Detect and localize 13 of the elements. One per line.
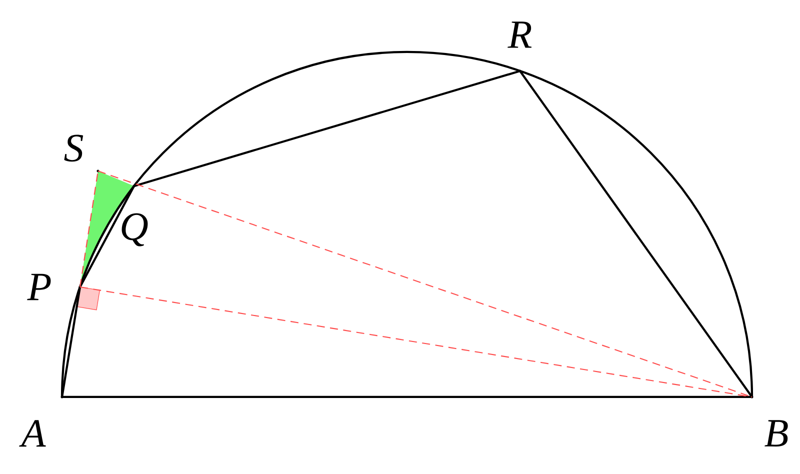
point-label: B [764, 420, 788, 446]
line-segment [134, 70, 520, 188]
point-label: Q [122, 213, 148, 246]
point-label: R [508, 22, 532, 48]
line-segment [62, 396, 752, 398]
dashed-line [80, 286, 752, 398]
line-segment [60, 286, 82, 398]
line-segment [519, 70, 753, 398]
point-label: A [19, 420, 46, 447]
line-segment [79, 186, 135, 288]
point-label: S [64, 134, 84, 162]
point-label: P [27, 274, 51, 300]
dashed-line [79, 170, 99, 288]
